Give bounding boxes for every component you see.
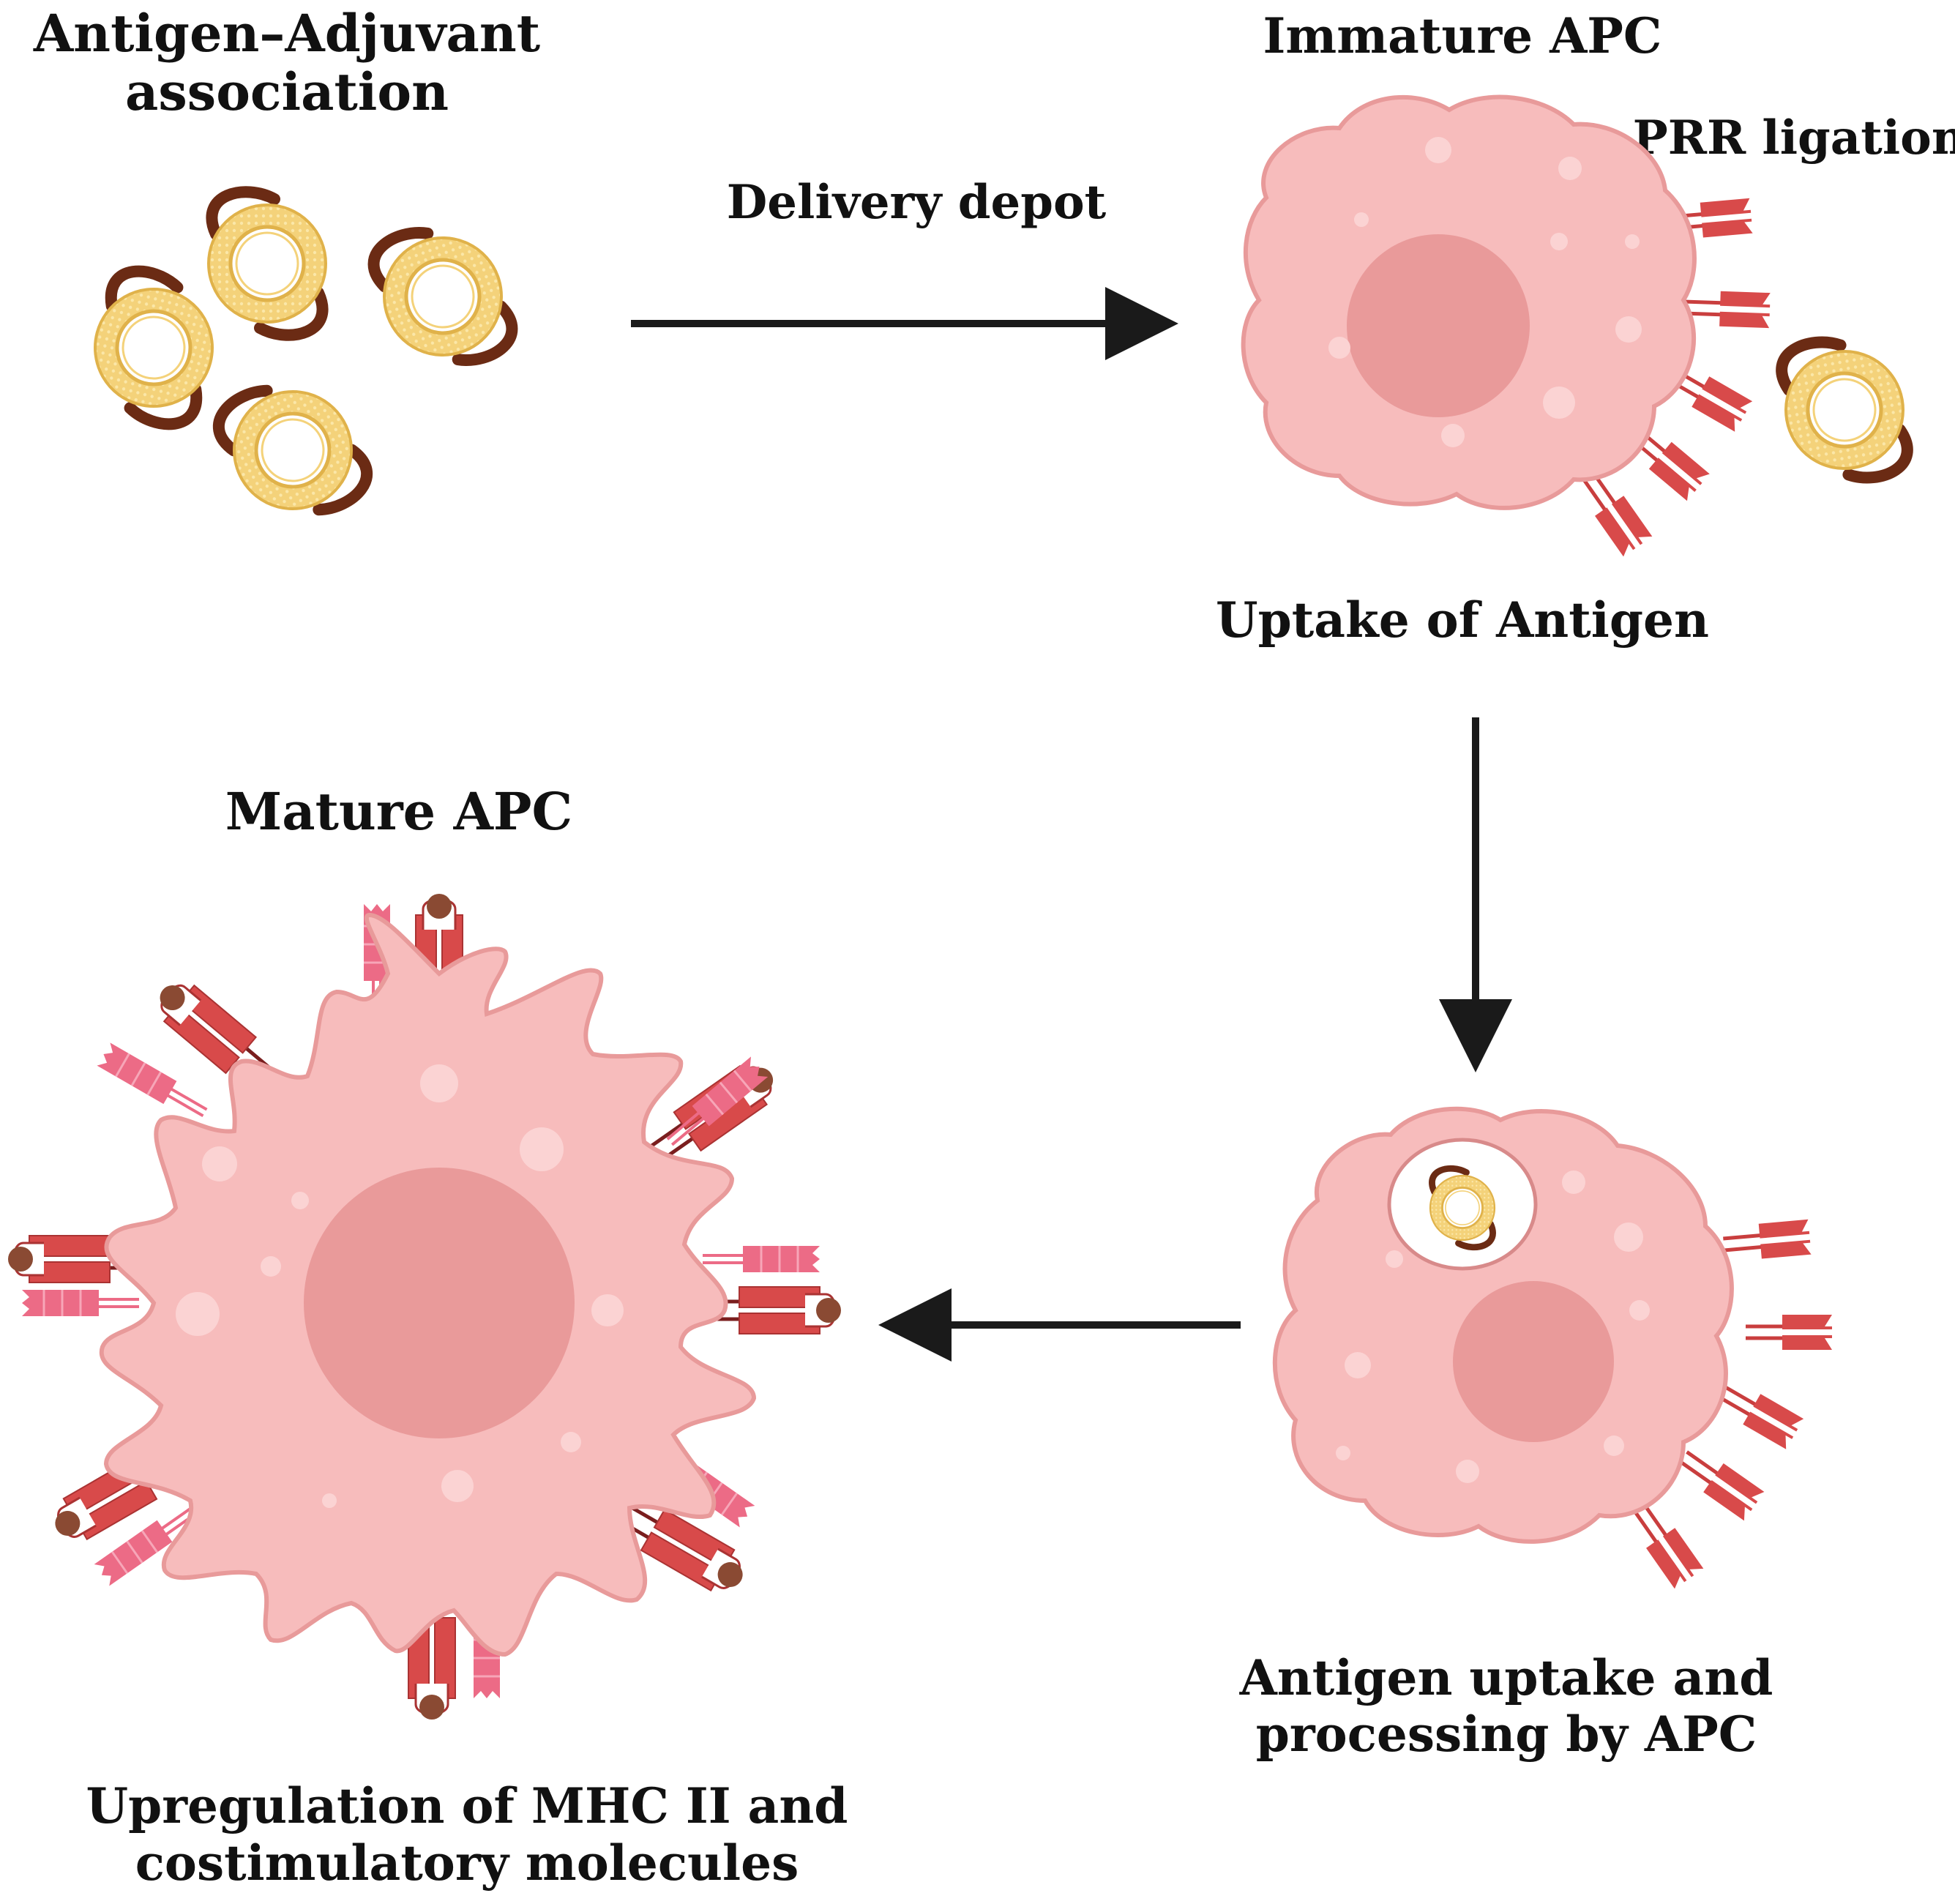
delivery-depot-label: Delivery depot: [727, 175, 1107, 230]
liposome-1: [209, 192, 326, 335]
prr-ligation-label: PRR ligation: [1633, 111, 1955, 165]
antigen-adjuvant-title-line1: Antigen–Adjuvant: [33, 3, 540, 64]
antigen-adjuvant-title-line2: association: [125, 61, 449, 122]
antigen-adjuvant-cluster: [78, 192, 522, 541]
liposome-3: [78, 264, 228, 432]
mature-apc-title: Mature APC: [225, 781, 573, 842]
nucleus-mature: [304, 1168, 575, 1438]
uptake-processing-label-line2: processing by APC: [1256, 1706, 1757, 1763]
immature-apc-title: Immature APC: [1263, 7, 1662, 64]
liposome-2: [363, 209, 522, 384]
liposome-approaching: [1774, 329, 1915, 490]
nucleus-immature: [1347, 234, 1530, 417]
nucleus-processing: [1453, 1281, 1614, 1442]
upregulation-label-line2: costimulatory molecules: [135, 1834, 799, 1892]
immature-apc-cell: [1241, 94, 1771, 557]
uptake-processing-label-line1: Antigen uptake and: [1239, 1649, 1773, 1706]
processing-apc-cell: [1272, 1106, 1832, 1589]
uptake-of-antigen-label: Uptake of Antigen: [1216, 591, 1709, 649]
upregulation-label-line1: Upregulation of MHC II and: [86, 1777, 848, 1834]
mature-apc-cell: [8, 894, 841, 1720]
liposome-4: [206, 359, 379, 541]
